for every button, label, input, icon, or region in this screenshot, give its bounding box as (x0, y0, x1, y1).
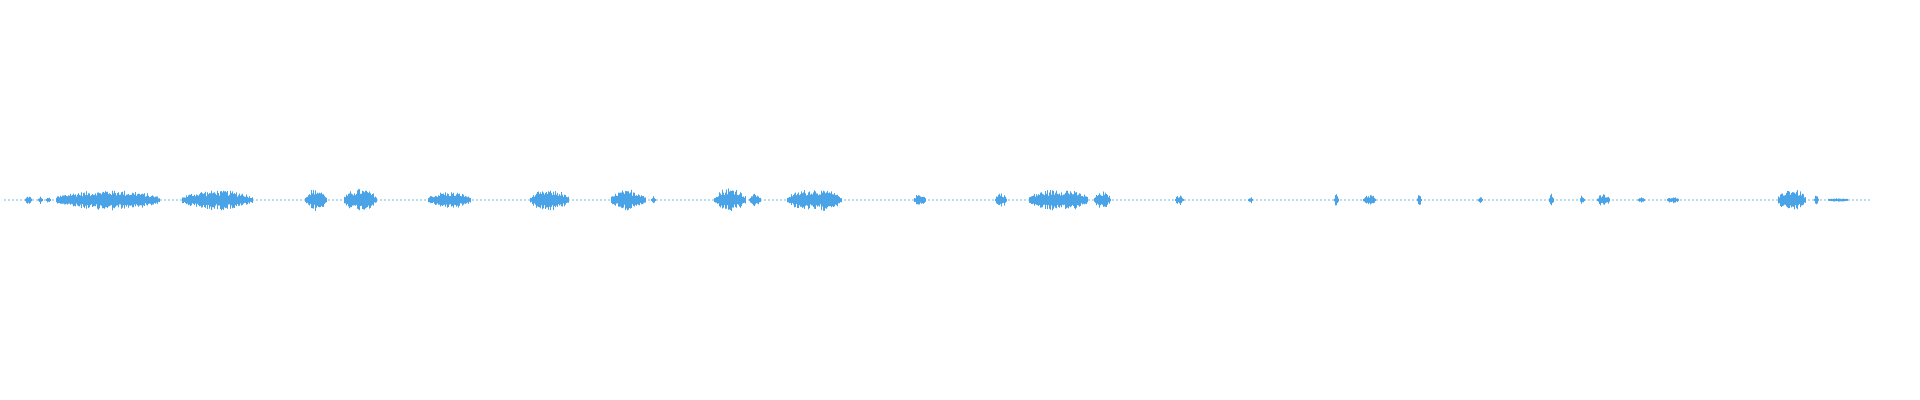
waveform-burst (1417, 195, 1422, 205)
waveform-burst (714, 188, 746, 211)
waveform-burst (1580, 195, 1585, 204)
waveform-burst (1549, 193, 1554, 206)
waveform-burst (914, 195, 926, 205)
waveform-burst (182, 190, 253, 211)
waveform-burst (56, 190, 160, 211)
waveform-burst (749, 193, 761, 206)
waveform-burst (1597, 194, 1610, 206)
waveform-burst (651, 196, 656, 204)
waveform-burst (1175, 195, 1184, 205)
waveform-burst (1778, 190, 1806, 210)
waveform-burst (428, 192, 471, 208)
waveform-burst (1029, 190, 1088, 211)
waveform-burst (1248, 197, 1253, 204)
waveform-burst (1478, 197, 1483, 203)
waveform-burst (1828, 198, 1848, 202)
waveform-burst (611, 189, 646, 211)
waveform-burst (1363, 195, 1376, 205)
waveform-burst (1094, 191, 1111, 208)
waveform-burst (305, 190, 327, 211)
waveform-burst (787, 190, 842, 211)
waveform-burst (46, 197, 51, 203)
waveform-burst (1667, 197, 1679, 204)
waveform-burst (25, 196, 32, 204)
waveform-burst (1814, 195, 1819, 205)
waveform-burst (530, 190, 569, 211)
waveform-burst (38, 196, 43, 204)
waveform-burst (344, 189, 377, 211)
waveform-burst (1334, 194, 1339, 206)
waveform-burst (1638, 197, 1645, 203)
waveform-burst (995, 193, 1007, 207)
